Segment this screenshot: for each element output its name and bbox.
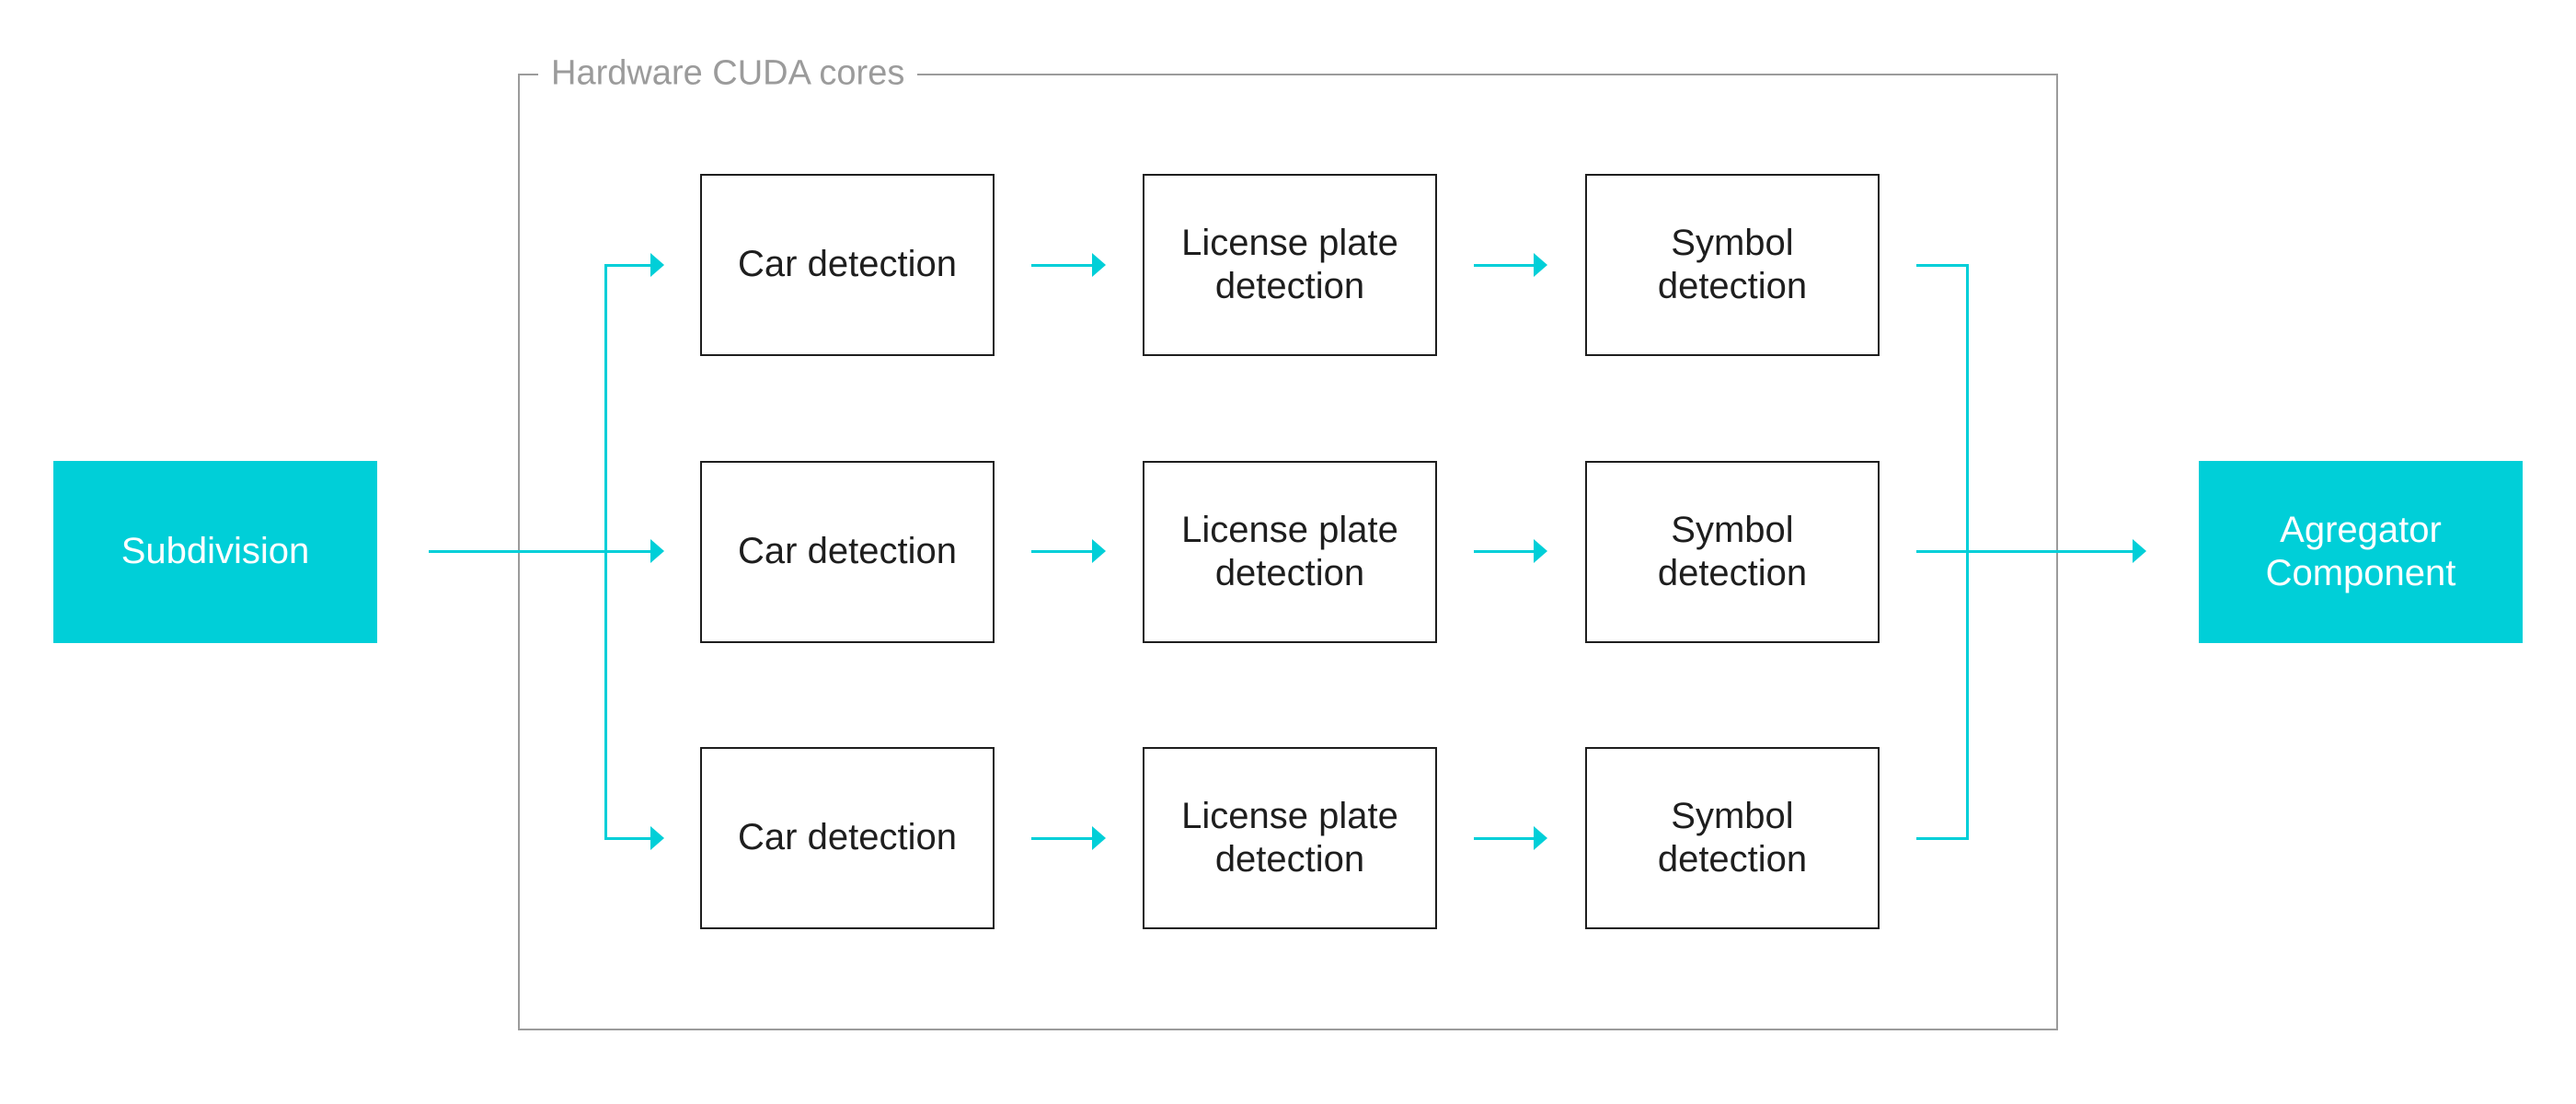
symbol-detection-node-row2: Symbol detection [1585,461,1880,643]
arrowhead-into-license-row1 [1092,253,1106,277]
arrowhead-into-license-row3 [1092,826,1106,850]
arrowhead-into-license-row2 [1092,539,1106,563]
symbol-detection-node-row3: Symbol detection [1585,747,1880,929]
connector-license-to-symbol-row1 [1474,264,1534,267]
connector-license-to-symbol-row2 [1474,550,1534,553]
license-plate-detection-node-row1: License plate detection [1143,174,1437,356]
arrowhead-into-output [2133,539,2146,563]
connector-license-to-symbol-row3 [1474,837,1534,840]
arrowhead-into-symbol-row3 [1534,826,1547,850]
car-detection-node-row1: Car detection [700,174,995,356]
connector-symbol-row3-exit [1916,837,1969,840]
car-detection-node-row2: Car detection [700,461,995,643]
car-detection-node-row3: Car detection [700,747,995,929]
license-plate-detection-node-row3: License plate detection [1143,747,1437,929]
connector-fanout-vertical [604,264,607,840]
connector-merge-to-output [1916,550,2133,553]
connector-car-to-license-row3 [1031,837,1092,840]
arrowhead-into-symbol-row2 [1534,539,1547,563]
arrowhead-into-car-row3 [650,826,664,850]
arrowhead-into-car-row1 [650,253,664,277]
connector-input-to-row2 [429,550,650,553]
output-node-agregator: Agregator Component [2199,461,2523,643]
cuda-cores-group-label: Hardware CUDA cores [538,53,918,94]
connector-symbol-row1-exit [1916,264,1969,267]
symbol-detection-node-row1: Symbol detection [1585,174,1880,356]
connector-fanout-to-row3 [604,837,650,840]
connector-car-to-license-row2 [1031,550,1092,553]
connector-car-to-license-row1 [1031,264,1092,267]
connector-fanout-to-row1 [604,264,650,267]
arrowhead-into-symbol-row1 [1534,253,1547,277]
input-node-subdivision: Subdivision [53,461,377,643]
license-plate-detection-node-row2: License plate detection [1143,461,1437,643]
arrowhead-into-car-row2 [650,539,664,563]
